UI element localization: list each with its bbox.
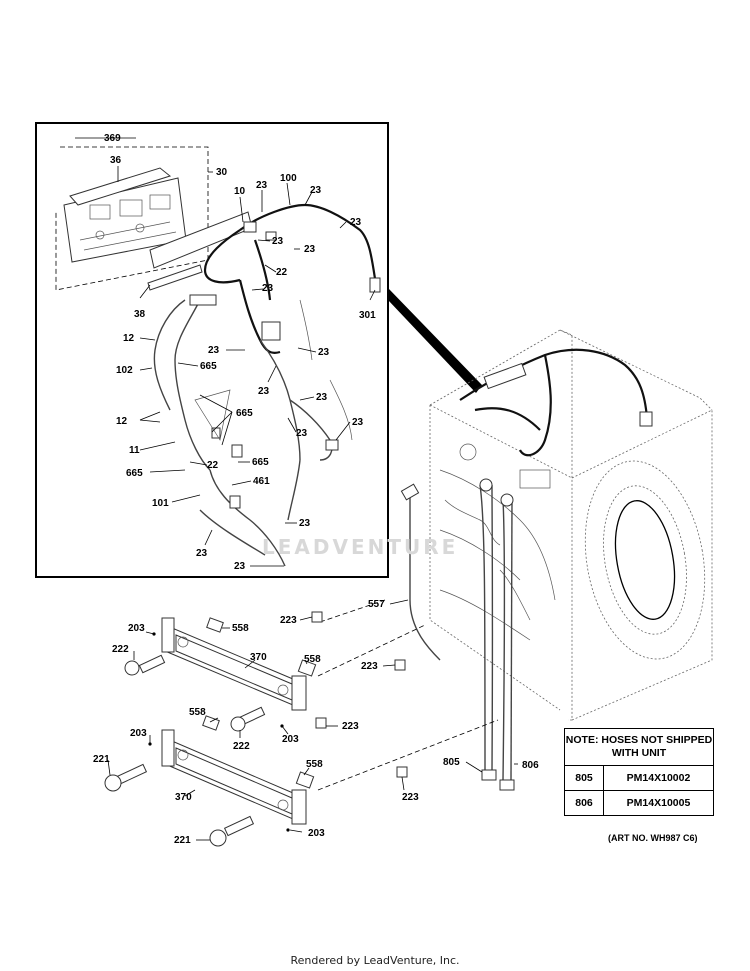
label-557: 557 — [368, 599, 385, 610]
label-22: 22 — [207, 460, 219, 471]
label-23: 23 — [316, 392, 328, 403]
label-370: 370 — [250, 652, 267, 663]
shipping-bracket-upper — [161, 617, 307, 711]
outer-leaders — [107, 599, 518, 841]
label-203: 203 — [128, 623, 145, 634]
label-558: 558 — [189, 707, 206, 718]
assembly-lines — [317, 599, 499, 791]
watermark: LEADVENTURE — [262, 535, 459, 559]
label-23: 23 — [296, 428, 308, 439]
label-10: 10 — [234, 186, 246, 197]
label-23: 23 — [256, 180, 268, 191]
label-665: 665 — [252, 457, 269, 468]
label-102: 102 — [116, 365, 133, 376]
label-665: 665 — [200, 361, 217, 372]
inset-leaders — [75, 137, 376, 567]
note-ref: 806 — [564, 790, 604, 816]
label-100: 100 — [280, 173, 297, 184]
art-number: (ART NO. WH987 C6) — [608, 833, 698, 843]
label-12: 12 — [116, 416, 128, 427]
control-panel-group — [55, 146, 253, 291]
label-23: 23 — [258, 386, 270, 397]
label-23: 23 — [262, 283, 274, 294]
note-title: NOTE: HOSES NOT SHIPPED WITH UNIT — [564, 728, 714, 766]
label-369: 369 — [104, 133, 121, 144]
label-23: 23 — [318, 347, 330, 358]
note-ref: 805 — [564, 765, 604, 791]
label-12: 12 — [123, 333, 135, 344]
label-23: 23 — [299, 518, 311, 529]
inset-frame — [35, 122, 389, 578]
table-row: 806 PM14X10005 — [564, 790, 714, 816]
label-223: 223 — [361, 661, 378, 672]
label-223: 223 — [280, 615, 297, 626]
label-301: 301 — [359, 310, 376, 321]
label-558: 558 — [232, 623, 249, 634]
table-row: 805 PM14X10002 — [564, 765, 714, 791]
label-101: 101 — [152, 498, 169, 509]
label-461: 461 — [253, 476, 270, 487]
label-558: 558 — [306, 759, 323, 770]
label-11: 11 — [129, 445, 140, 456]
label-221: 221 — [93, 754, 110, 765]
label-23: 23 — [350, 217, 362, 228]
note-part: PM14X10002 — [603, 765, 714, 791]
part-labels: 369 36 30 10 23 100 23 23 23 23 22 23 38… — [93, 133, 539, 846]
label-22: 22 — [276, 267, 288, 278]
label-38: 38 — [134, 309, 146, 320]
label-30: 30 — [216, 167, 228, 178]
label-23: 23 — [304, 244, 316, 255]
label-23: 23 — [272, 236, 284, 247]
label-23: 23 — [208, 345, 220, 356]
zoom-pointer — [388, 288, 482, 393]
note-part: PM14X10005 — [603, 790, 714, 816]
label-203: 203 — [282, 734, 299, 745]
wiring-harness — [153, 203, 381, 567]
label-665: 665 — [126, 468, 143, 479]
label-36: 36 — [110, 155, 122, 166]
label-222: 222 — [233, 741, 250, 752]
label-221: 221 — [174, 835, 191, 846]
hardware — [104, 611, 408, 847]
label-665: 665 — [236, 408, 253, 419]
label-370: 370 — [175, 792, 192, 803]
label-222: 222 — [112, 644, 129, 655]
label-23: 23 — [352, 417, 364, 428]
label-223: 223 — [402, 792, 419, 803]
label-23: 23 — [196, 548, 208, 559]
label-203: 203 — [308, 828, 325, 839]
label-203: 203 — [130, 728, 147, 739]
label-806: 806 — [522, 760, 539, 771]
label-23: 23 — [234, 561, 246, 572]
hose-note-table: NOTE: HOSES NOT SHIPPED WITH UNIT 805 PM… — [564, 728, 714, 816]
label-558: 558 — [304, 654, 321, 665]
footer-credit: Rendered by LeadVenture, Inc. — [290, 954, 460, 967]
label-23: 23 — [310, 185, 322, 196]
label-223: 223 — [342, 721, 359, 732]
washer-cabinet — [400, 329, 713, 791]
label-805: 805 — [443, 757, 460, 768]
shipping-bracket-lower — [161, 729, 307, 825]
